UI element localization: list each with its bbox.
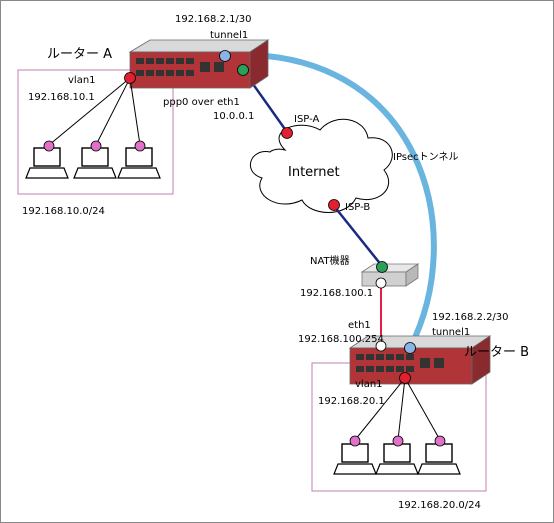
router-b-name: ルーター B — [464, 345, 529, 360]
laptop-a2 — [73, 147, 117, 179]
router-a-lan-ip: 192.168.10.1 — [28, 92, 95, 103]
ipsec-label: IPsecトンネル — [393, 151, 458, 163]
isp-b-label: ISP-B — [345, 202, 370, 213]
router-a-name: ルーター A — [47, 47, 112, 62]
ipsec-tunnel-line — [222, 51, 437, 351]
lan-a-box — [17, 69, 174, 195]
nat-ip: 192.168.100.1 — [300, 288, 373, 299]
laptop-b2 — [375, 443, 419, 475]
internet-cloud — [250, 118, 393, 213]
nat-device[interactable] — [360, 263, 420, 287]
router-b-wan-port[interactable] — [375, 340, 387, 352]
router-a-wan-port[interactable] — [237, 64, 249, 76]
router-a-lan-port[interactable] — [124, 72, 136, 84]
laptop-a3 — [117, 147, 161, 179]
laptop-b3 — [417, 443, 461, 475]
isp-a-port — [281, 127, 293, 139]
router-b-wan-if: eth1 — [348, 320, 371, 331]
router-a-wan-if: ppp0 over eth1 — [163, 97, 240, 108]
isp-a-label: ISP-A — [294, 114, 319, 125]
router-b-tunnel-if: tunnel1 — [432, 327, 470, 338]
lan-a-network: 192.168.10.0/24 — [22, 206, 105, 217]
router-a-tunnel-port[interactable] — [219, 50, 231, 62]
router-b-lan-ip: 192.168.20.1 — [318, 396, 385, 407]
lan-b-network: 192.168.20.0/24 — [398, 500, 481, 511]
host-ports — [43, 140, 446, 447]
router-b-lan-if: vlan1 — [355, 379, 383, 390]
ppp-link-b — [333, 205, 383, 267]
router-b-tunnel-ip: 192.168.2.2/30 — [432, 312, 509, 323]
router-a-lan-if: vlan1 — [68, 75, 96, 86]
router-b-wan-ip: 192.168.100.254 — [298, 334, 384, 345]
laptop-a1 — [25, 147, 69, 179]
lan-b-links — [354, 377, 441, 441]
nat-lan-port[interactable] — [375, 277, 387, 289]
internet-label: Internet — [288, 165, 340, 180]
lan-a-links — [48, 77, 141, 146]
router-a-tunnel-if: tunnel1 — [210, 30, 248, 41]
router-a-device[interactable] — [128, 39, 270, 89]
router-b-lan-port[interactable] — [399, 372, 411, 384]
router-b-tunnel-port[interactable] — [404, 342, 416, 354]
router-a-wan-ip: 10.0.0.1 — [213, 111, 254, 122]
nat-wan-port[interactable] — [376, 261, 388, 273]
router-a-tunnel-ip: 192.168.2.1/30 — [175, 14, 252, 25]
isp-b-port — [328, 199, 340, 211]
nat-label: NAT機器 — [310, 254, 350, 267]
